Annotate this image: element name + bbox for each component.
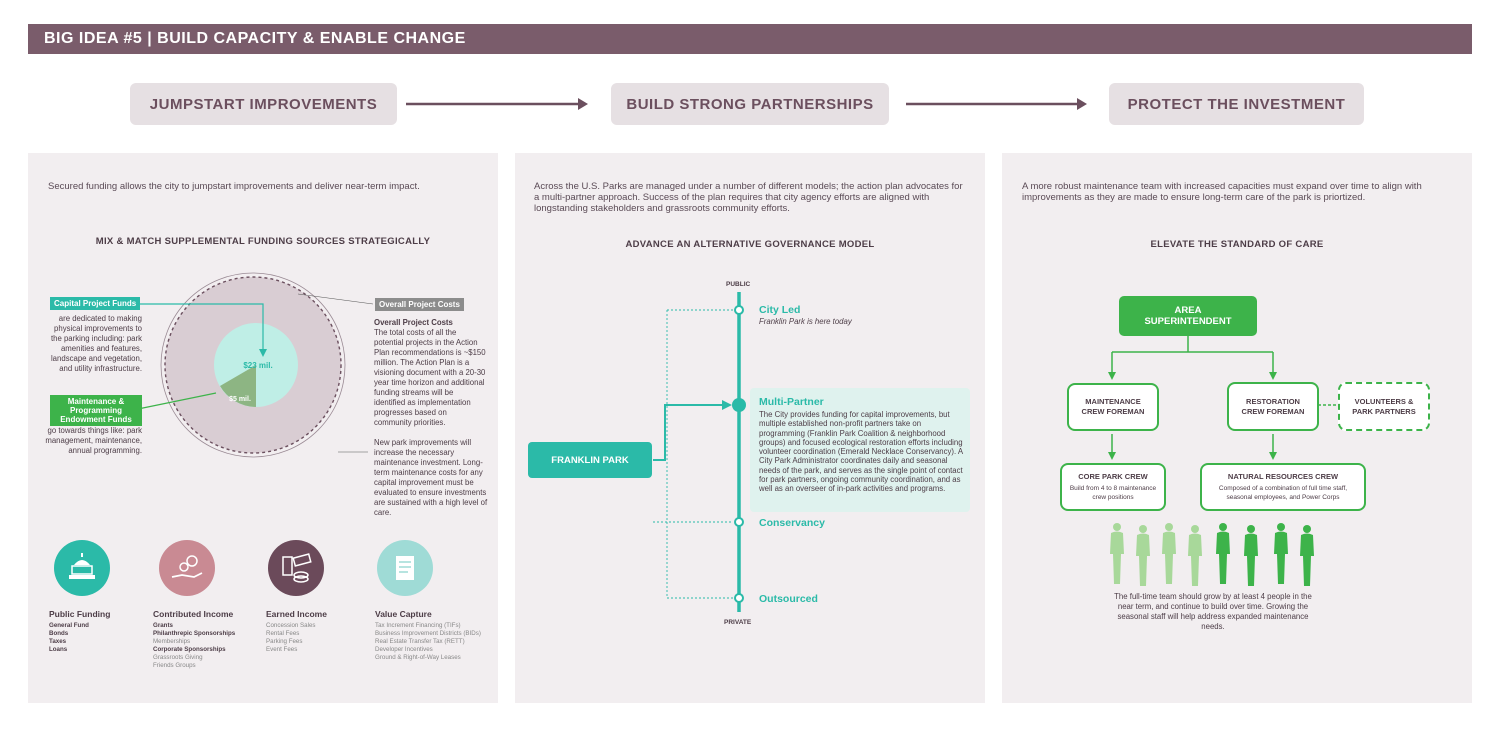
panel2-heading: ADVANCE AN ALTERNATIVE GOVERNANCE MODEL [625, 239, 875, 250]
list-item: Rental Fees [266, 630, 300, 637]
maintenance-funds-tag: Maintenance & Programming Endowment Fund… [50, 395, 142, 426]
outsourced-node [734, 593, 744, 603]
multi-partner-label: Multi-Partner [759, 396, 824, 408]
core-crew-title: CORE PARK CREW [1078, 472, 1148, 481]
document-icon [377, 540, 433, 596]
ticket-icon [268, 540, 324, 596]
multi-partner-highlight [750, 388, 970, 512]
city-led-sub: Franklin Park is here today [759, 317, 852, 326]
new-improvements-text: New park improvements will increase the … [374, 438, 488, 517]
category-name: Public Funding [49, 609, 111, 619]
volunteers-box: VOLUNTEERS & PARK PARTNERS [1338, 382, 1430, 431]
overall-costs-title: Overall Project Costs [374, 318, 453, 327]
category-public-funding: Public Funding General Fund Bonds Taxes … [49, 609, 149, 654]
list-item: Business Improvement Districts (BIDs) [375, 630, 481, 637]
list-item: Bonds [49, 630, 69, 637]
overall-costs-tag: Overall Project Costs [375, 298, 464, 311]
step-protect: PROTECT THE INVESTMENT [1109, 83, 1364, 125]
step-jumpstart: JUMPSTART IMPROVEMENTS [130, 83, 397, 125]
governance-diagram [653, 292, 746, 612]
list-item: General Fund [49, 622, 89, 629]
core-park-crew-box: CORE PARK CREW Build from 4 to 8 mainten… [1060, 463, 1166, 511]
panel3-footer: The full-time team should grow by at lea… [1114, 592, 1312, 631]
list-item: Memberships [153, 638, 191, 645]
person-icon [1110, 523, 1202, 586]
list-item: Friends Groups [153, 662, 196, 669]
panel3-intro: A more robust maintenance team with incr… [1022, 181, 1422, 203]
list-item: Real Estate Transfer Tax (RETT) [375, 638, 465, 645]
panel1-heading: MIX & MATCH SUPPLEMENTAL FUNDING SOURCES… [95, 236, 431, 247]
category-name: Value Capture [375, 609, 432, 619]
conservancy-node [734, 517, 744, 527]
list-item: Event Fees [266, 646, 298, 653]
arrow-right-icon [406, 98, 1087, 110]
maintenance-slice [220, 365, 256, 407]
list-item: Grants [153, 622, 173, 629]
step-arrows [406, 98, 1087, 110]
outer-ring [160, 272, 346, 458]
capital-funds-text: are dedicated to making physical improve… [50, 314, 142, 373]
org-chart-lines [1108, 336, 1340, 460]
list-item: Parking Fees [266, 638, 303, 645]
category-contributed-income: Contributed Income Grants Philanthrepic … [153, 609, 263, 670]
category-name: Earned Income [266, 609, 327, 619]
pie-big-label: $23 mil. [243, 361, 272, 370]
list-item: Grassroots Giving [153, 654, 203, 661]
category-value-capture: Value Capture Tax Increment Financing (T… [375, 609, 490, 662]
city-led-node [734, 305, 744, 315]
core-crew-sub: Build from 4 to 8 maintenance crew posit… [1069, 485, 1157, 501]
capital-funds-tag: Capital Project Funds [50, 297, 141, 310]
outsourced-label: Outsourced [759, 593, 818, 605]
pie-small-label: $5 mil. [229, 396, 251, 403]
list-item: Concession Sales [266, 622, 316, 629]
category-earned-income: Earned Income Concession Sales Rental Fe… [266, 609, 366, 654]
panel1-intro: Secured funding allows the city to jumps… [48, 181, 420, 192]
list-item: Tax Increment Financing (TIFs) [375, 622, 461, 629]
multi-partner-text: The City provides funding for capital im… [759, 410, 963, 494]
conservancy-label: Conservancy [759, 517, 825, 529]
natural-crew-title: NATURAL RESOURCES CREW [1227, 472, 1339, 481]
banner-title: BIG IDEA #5 | BUILD CAPACITY & ENABLE CH… [28, 24, 1472, 54]
axis-private: PRIVATE [724, 619, 752, 626]
category-name: Contributed Income [153, 609, 234, 619]
list-item: Corporate Sponsorships [153, 646, 226, 653]
maintenance-foreman-box: MAINTENANCE CREW FOREMAN [1067, 383, 1159, 431]
person-icon [1216, 523, 1314, 586]
overall-costs-text: The total costs of all the potential pro… [374, 328, 486, 427]
panel3-heading: ELEVATE THE STANDARD OF CARE [1150, 239, 1324, 250]
list-item: Ground & Right-of-Way Leases [375, 654, 461, 661]
donation-icon [159, 540, 215, 596]
list-item: Philanthrepic Sponsorships [153, 630, 236, 637]
franklin-park-box: FRANKLIN PARK [528, 442, 652, 478]
multi-partner-node [732, 398, 746, 412]
maintenance-funds-text: go towards things like: park management,… [45, 426, 142, 455]
step-partnerships: BUILD STRONG PARTNERSHIPS [611, 83, 889, 125]
list-item: Developer Incentives [375, 646, 433, 653]
funding-diagram: $23 mil. $5 mil. [55, 272, 374, 458]
natural-resources-crew-box: NATURAL RESOURCES CREW Composed of a com… [1200, 463, 1366, 511]
axis-public: PUBLIC [726, 281, 751, 288]
city-led-label: City Led [759, 304, 801, 316]
panel2-intro: Across the U.S. Parks are managed under … [534, 181, 963, 214]
natural-crew-sub: Composed of a combination of full time s… [1218, 485, 1348, 501]
list-item: Taxes [49, 638, 67, 645]
area-superintendent-box: AREA SUPERINTENDENT [1119, 296, 1257, 336]
restoration-foreman-box: RESTORATION CREW FOREMAN [1227, 382, 1319, 431]
list-item: Loans [49, 646, 68, 653]
crew-people-figures [1110, 523, 1314, 586]
capitol-icon [54, 540, 110, 596]
